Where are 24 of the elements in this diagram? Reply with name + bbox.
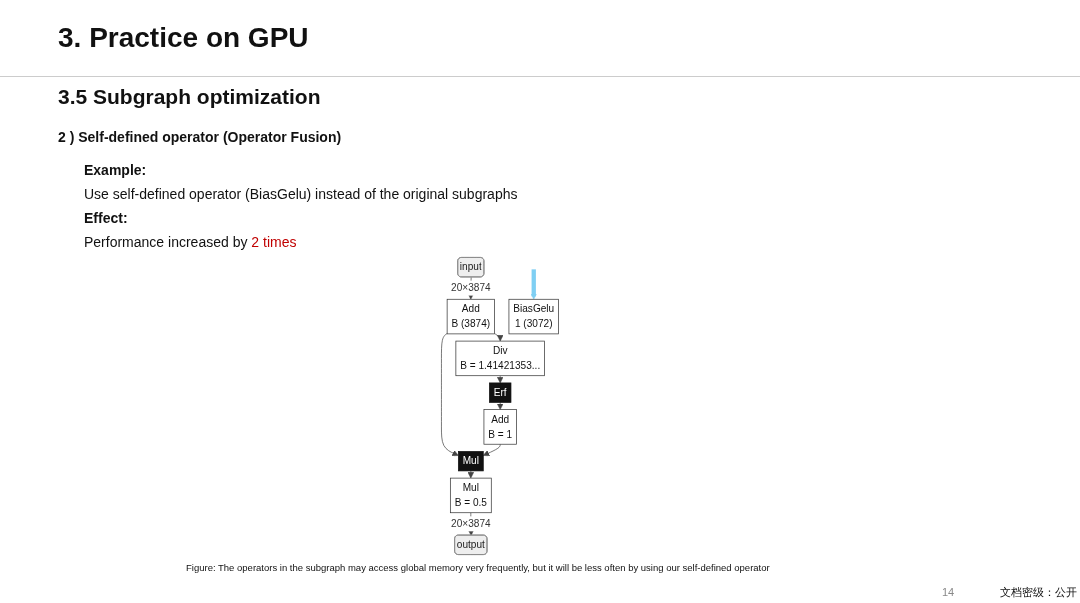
effect-text: Performance increased by 2 times — [84, 234, 297, 250]
node-box: BiasGelu 1 (3072) — [508, 298, 559, 335]
section-heading: 3.5 Subgraph optimization — [58, 85, 321, 109]
node-box: Div B = 1.41421353... — [455, 340, 545, 377]
confidentiality-note: 文档密级：公开 — [1000, 585, 1077, 600]
arrow — [530, 269, 537, 300]
slide-title: 3. Practice on GPU — [58, 22, 309, 54]
effect-label: Effect: — [84, 210, 128, 226]
figure-caption: Figure: The operators in the subgraph may access global memory very frequently, but it will be less often by using our self-defined operator — [186, 562, 770, 573]
page-number: 14 — [942, 586, 955, 598]
arrow — [494, 333, 504, 342]
arrow — [467, 470, 474, 479]
example-text: Use self-defined operator (BiasGelu) instead of the original subgraphs — [84, 186, 518, 202]
subheading: 2 ) Self-defined operator (Operator Fusion) — [58, 129, 342, 145]
node-box: Mul — [458, 451, 484, 472]
edge-label: 20×3874 — [451, 281, 491, 294]
edge-label: 20×3874 — [451, 517, 491, 530]
node-box: Mul B = 0.5 — [450, 477, 492, 514]
example-label: Example: — [84, 162, 147, 178]
arrow — [497, 375, 504, 384]
node-box: Add B = 1 — [483, 409, 517, 445]
node-box: Erf — [489, 382, 512, 403]
arrow — [497, 402, 504, 410]
node-box: Add B (3874) — [446, 298, 495, 335]
